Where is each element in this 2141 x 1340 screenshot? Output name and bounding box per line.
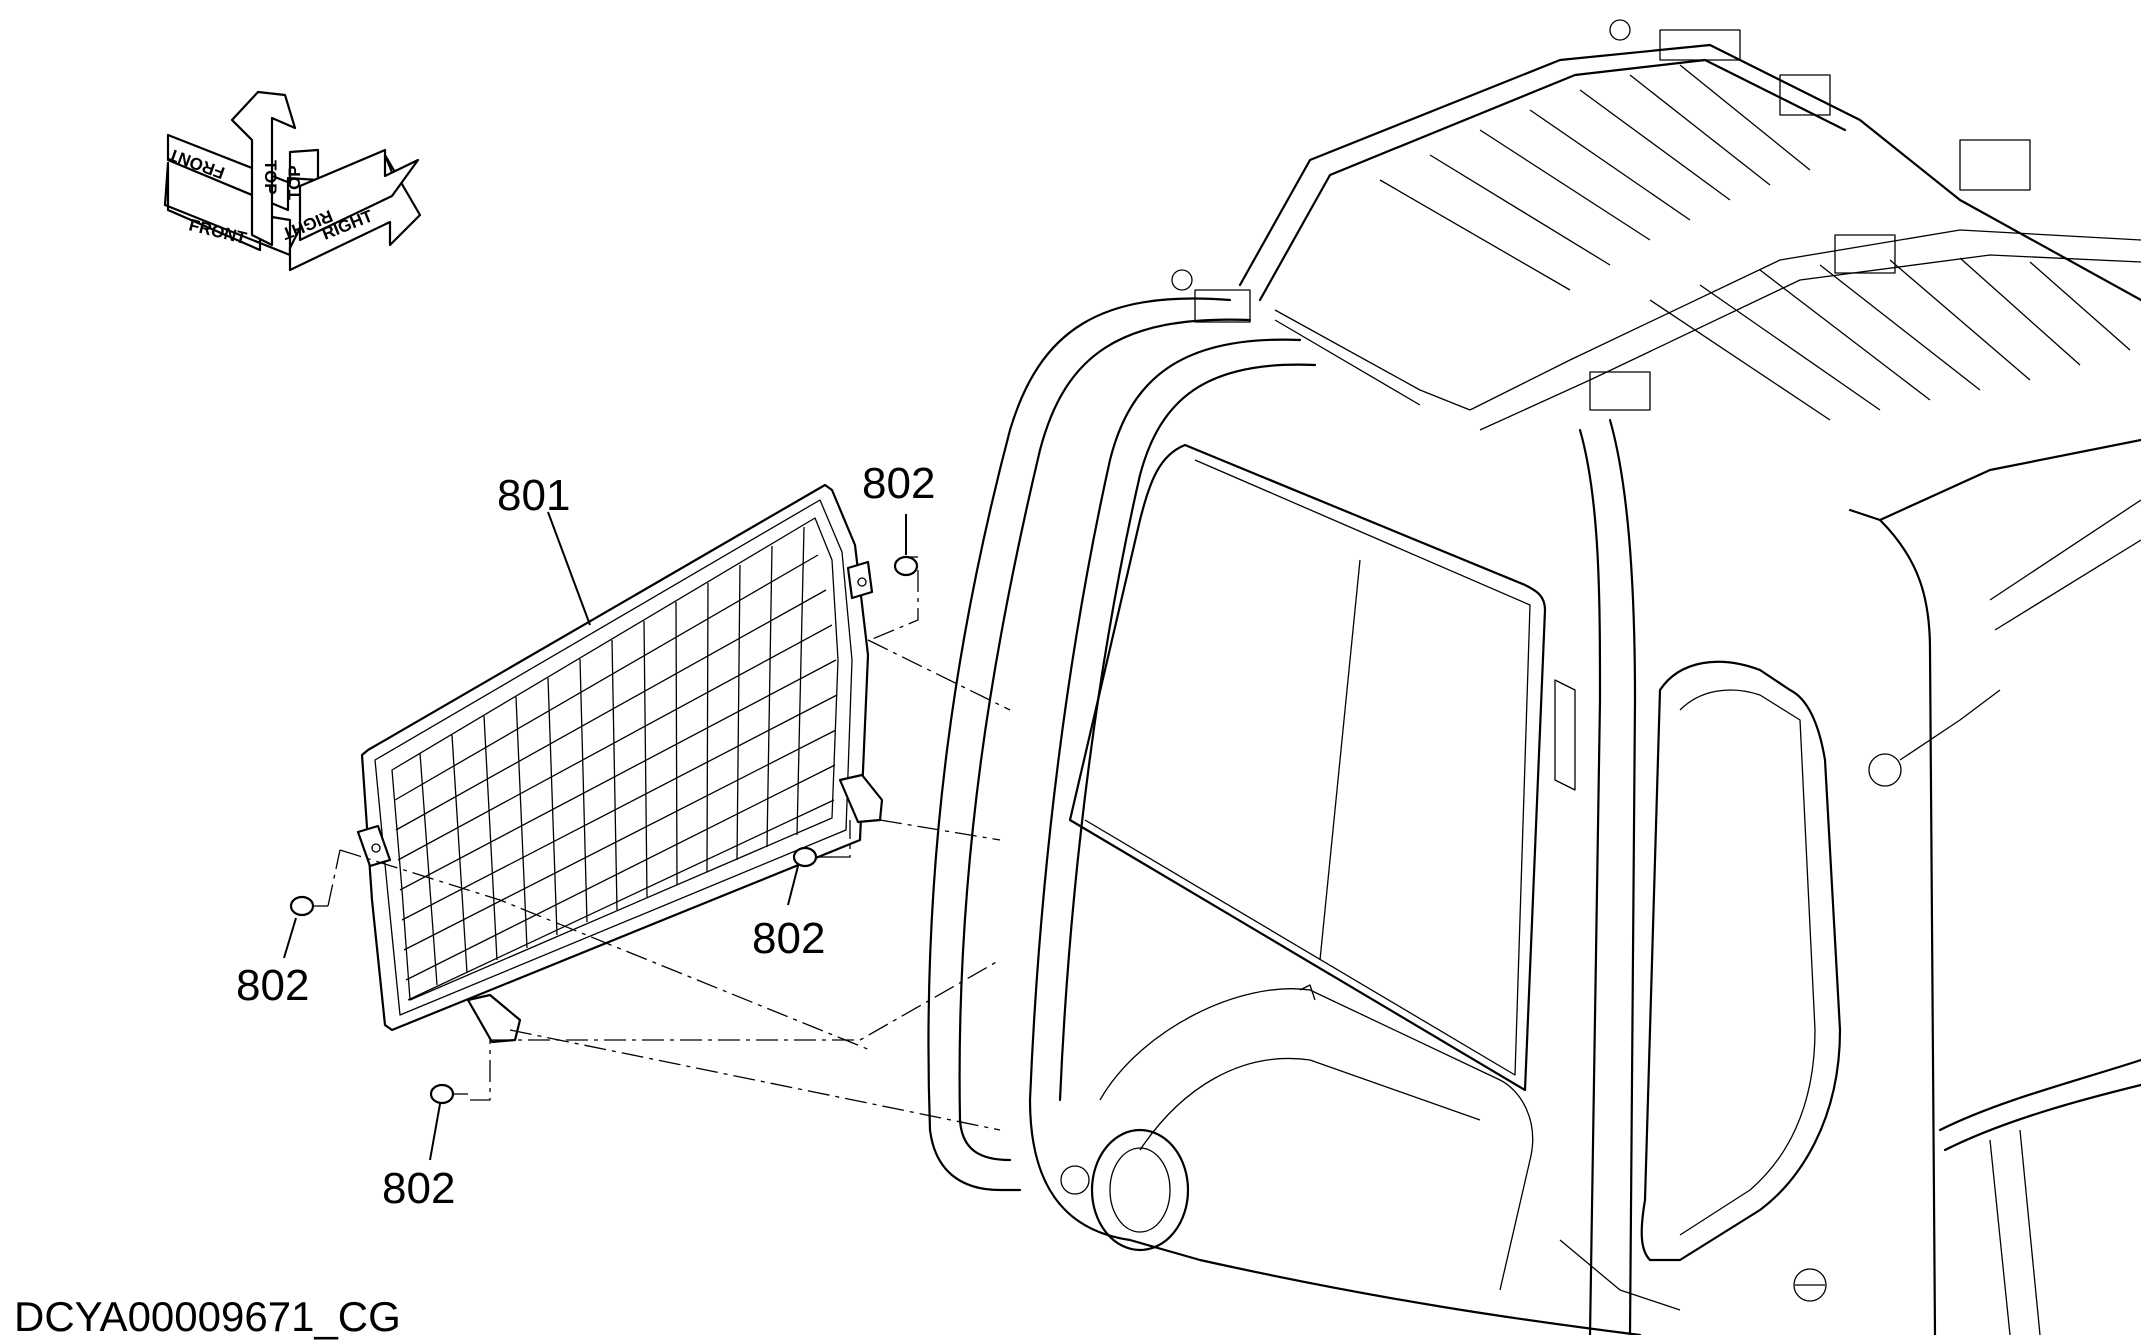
bolt-bottom-icon bbox=[429, 1083, 468, 1105]
front-label: FRONT bbox=[187, 215, 249, 248]
leader-lines bbox=[283, 511, 907, 1161]
orientation-arrows-icon: FRONT FRONT TOP TOP RIGHT RIGHT bbox=[163, 90, 422, 272]
callout-802-bottom: 802 bbox=[382, 1164, 456, 1213]
callout-802-top-right: 802 bbox=[862, 459, 936, 508]
assembly-lines bbox=[327, 570, 1011, 1131]
top-label: TOP bbox=[261, 160, 280, 195]
bolt-left-icon bbox=[289, 895, 328, 917]
top-label-mirror: TOP bbox=[285, 165, 304, 200]
callout-802-middle: 802 bbox=[752, 914, 826, 963]
bolt-middle-icon bbox=[792, 846, 830, 868]
bolt-top-right-icon bbox=[893, 555, 919, 577]
front-guard bbox=[356, 483, 884, 1044]
cab-body bbox=[927, 297, 2141, 1335]
figure-code: DCYA00009671_CG bbox=[14, 1293, 401, 1340]
callout-802-left: 802 bbox=[236, 961, 310, 1010]
callout-801: 801 bbox=[497, 471, 571, 520]
cab-roof bbox=[1171, 19, 2141, 431]
